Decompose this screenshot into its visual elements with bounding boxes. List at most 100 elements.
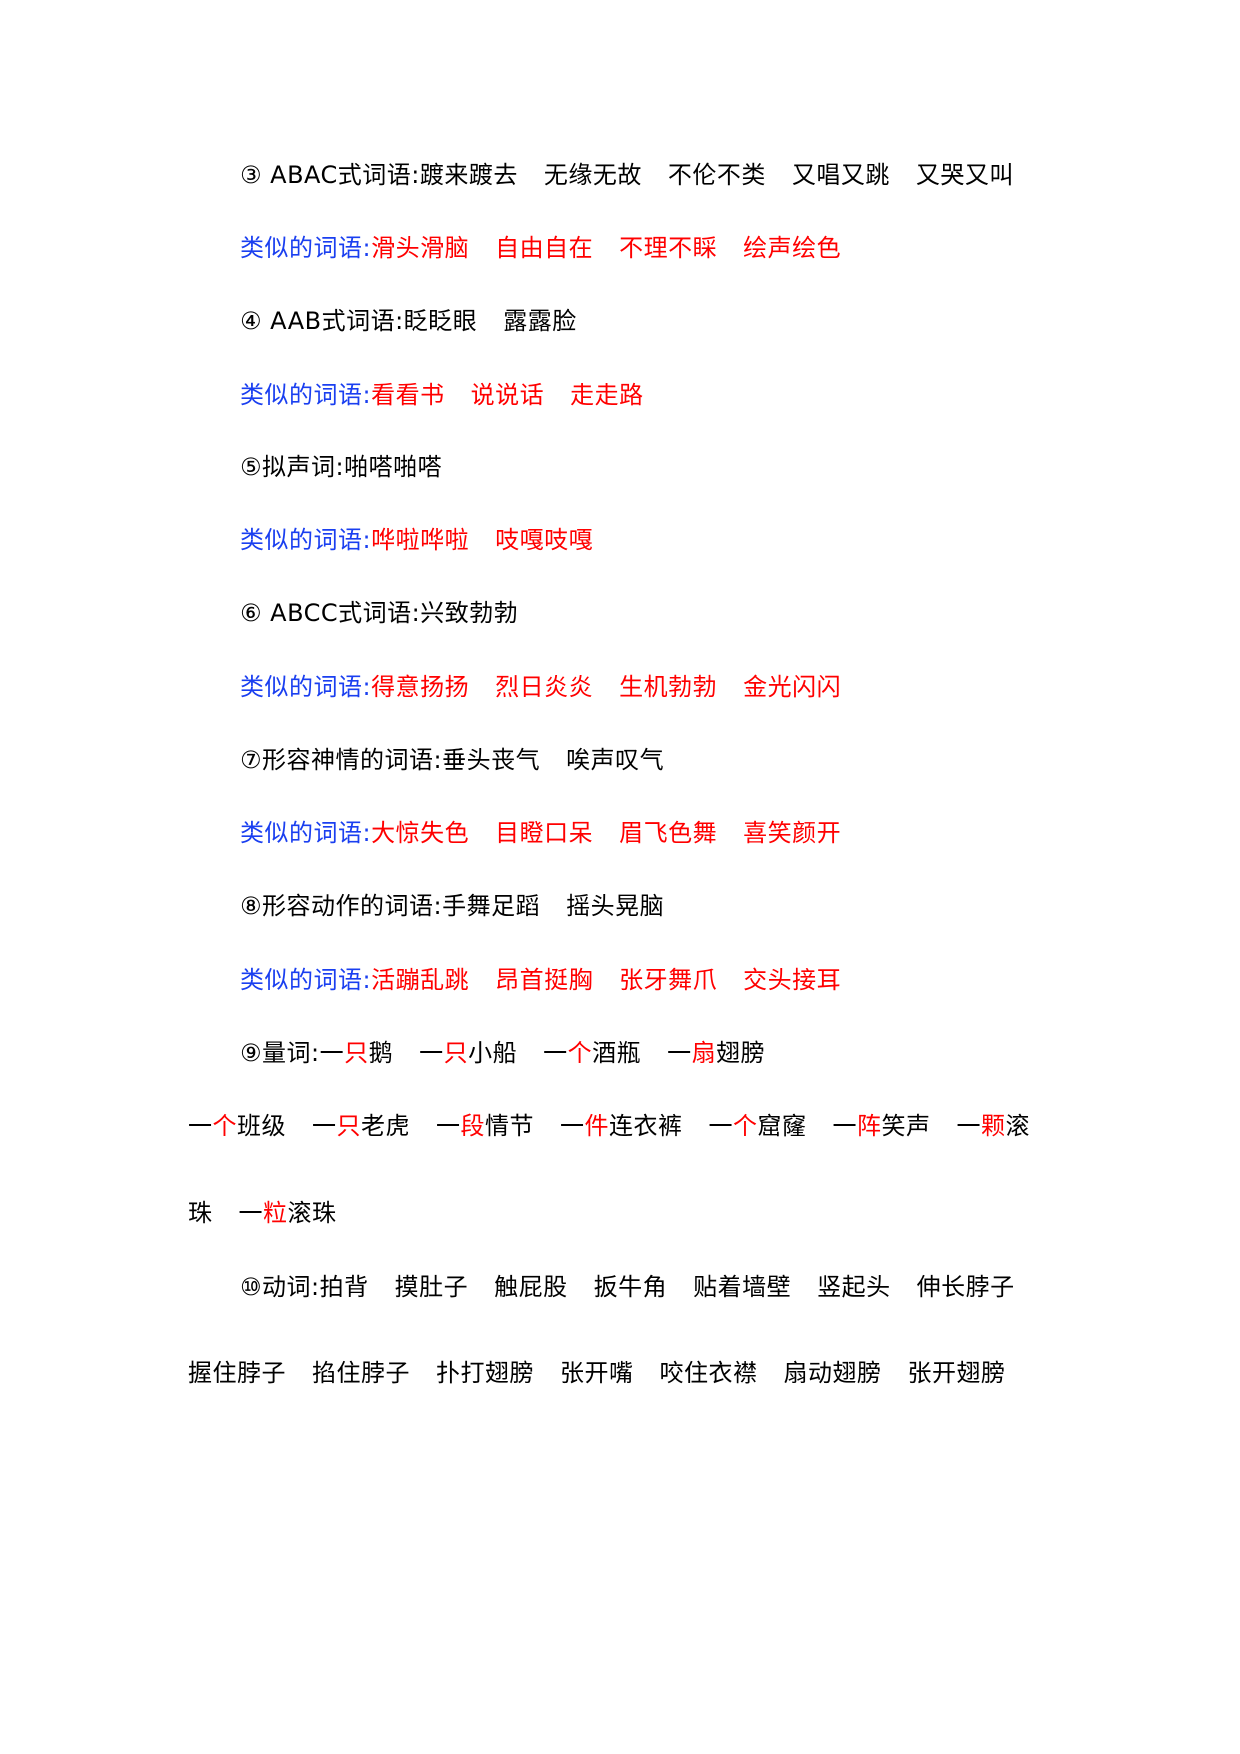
noun: 滚珠 — [287, 1199, 337, 1227]
section-abac-similar: 类似的词语:滑头滑脑自由自在不理不睬绘声绘色 — [240, 233, 841, 263]
noun: 连衣裤 — [609, 1112, 683, 1140]
section-onomatopoeia-heading: ⑤拟声词:啪嗒啪嗒 — [240, 452, 442, 482]
similar-word: 绘声绘色 — [743, 234, 842, 262]
section-heading: ⑦形容神情的词语: — [240, 746, 443, 774]
similar-word: 金光闪闪 — [743, 673, 842, 701]
word: 竖起头 — [817, 1273, 891, 1301]
section-expression-similar: 类似的词语:大惊失色目瞪口呆眉飞色舞喜笑颜开 — [240, 818, 841, 848]
numeral: 一 — [956, 1112, 981, 1140]
section-heading: ③ ABAC式词语: — [240, 161, 420, 189]
similar-label: 类似的词语: — [240, 234, 372, 262]
similar-word: 交头接耳 — [743, 966, 842, 994]
similar-word: 走走路 — [570, 381, 644, 409]
word: 啪嗒啪嗒 — [344, 453, 443, 481]
numeral: 一 — [436, 1112, 461, 1140]
similar-label: 类似的词语: — [240, 819, 372, 847]
similar-label: 类似的词语: — [240, 381, 372, 409]
similar-word: 自由自在 — [495, 234, 594, 262]
noun: 酒瓶 — [592, 1039, 642, 1067]
similar-word: 生机勃勃 — [619, 673, 718, 701]
noun: 滚 — [1005, 1112, 1030, 1140]
measure-word: 只 — [443, 1039, 469, 1067]
numeral: 一 — [560, 1112, 585, 1140]
similar-word: 喜笑颜开 — [743, 819, 842, 847]
section-heading: ⑥ ABCC式词语: — [240, 599, 421, 627]
word: 又唱又跳 — [791, 161, 890, 189]
measure-word: 颗 — [981, 1112, 1006, 1140]
word: 贴着墙壁 — [693, 1273, 792, 1301]
word: 拍背 — [319, 1273, 369, 1301]
word: 兴致勃勃 — [420, 599, 519, 627]
numeral: 一 — [312, 1112, 337, 1140]
measure-word: 件 — [584, 1112, 609, 1140]
similar-word: 张牙舞爪 — [619, 966, 718, 994]
word: 扇动翅膀 — [783, 1359, 882, 1387]
noun: 笑声 — [881, 1112, 931, 1140]
noun: 小船 — [468, 1039, 518, 1067]
measure-word: 段 — [460, 1112, 485, 1140]
section-heading: ⑩动词: — [240, 1273, 320, 1301]
measure-word: 个 — [733, 1112, 758, 1140]
similar-word: 大惊失色 — [371, 819, 470, 847]
section-onomatopoeia-similar: 类似的词语:哗啦哗啦吱嘎吱嘎 — [240, 525, 593, 555]
similar-word: 得意扬扬 — [371, 673, 470, 701]
similar-label: 类似的词语: — [240, 526, 372, 554]
section-verbs-line1: ⑩动词:拍背摸肚子触屁股扳牛角贴着墙壁竖起头伸长脖子 — [240, 1272, 1015, 1302]
word: 摸肚子 — [394, 1273, 469, 1301]
section-heading: ⑤拟声词: — [240, 453, 345, 481]
word: 唉声叹气 — [566, 746, 665, 774]
similar-word: 看看书 — [371, 381, 445, 409]
word: 扑打翅膀 — [436, 1359, 534, 1387]
section-aab-heading: ④ AAB式词语:眨眨眼露露脸 — [240, 306, 577, 336]
similar-word: 昂首挺胸 — [495, 966, 594, 994]
word: 触屁股 — [494, 1273, 568, 1301]
measure-word: 个 — [567, 1039, 593, 1067]
section-verbs-line2: 握住脖子掐住脖子扑打翅膀张开嘴咬住衣襟扇动翅膀张开翅膀 — [188, 1358, 1006, 1388]
numeral: 一 — [832, 1112, 857, 1140]
noun: 翅膀 — [716, 1039, 766, 1067]
word: 张开嘴 — [560, 1359, 634, 1387]
similar-word: 哗啦哗啦 — [371, 526, 470, 554]
noun: 老虎 — [361, 1112, 410, 1140]
similar-word: 滑头滑脑 — [371, 234, 470, 262]
noun: 情节 — [485, 1112, 534, 1140]
section-measure-words-line1: ⑨量词:一只鹅一只小船一个酒瓶一扇翅膀 — [240, 1038, 765, 1068]
numeral: 一 — [419, 1039, 444, 1067]
section-measure-words-line2: 一个班级一只老虎一段情节一件连衣裤一个窟窿一阵笑声一颗滚 — [188, 1111, 1030, 1141]
section-abcc-heading: ⑥ ABCC式词语:兴致勃勃 — [240, 598, 518, 628]
similar-word: 烈日炎炎 — [495, 673, 594, 701]
numeral: 一 — [543, 1039, 568, 1067]
section-expression-heading: ⑦形容神情的词语:垂头丧气唉声叹气 — [240, 745, 664, 775]
word: 握住脖子 — [188, 1359, 286, 1387]
section-aab-similar: 类似的词语:看看书说说话走走路 — [240, 380, 644, 410]
measure-word: 扇 — [691, 1039, 717, 1067]
section-abac-heading: ③ ABAC式词语:踱来踱去无缘无故不伦不类又唱又跳又哭又叫 — [240, 160, 1014, 190]
section-heading: ⑨量词: — [240, 1039, 320, 1067]
measure-word: 只 — [336, 1112, 361, 1140]
numeral: 一 — [319, 1039, 345, 1067]
measure-word: 个 — [212, 1112, 237, 1140]
noun: 窟窿 — [757, 1112, 807, 1140]
similar-word: 活蹦乱跳 — [371, 966, 470, 994]
numeral: 一 — [238, 1199, 263, 1227]
measure-word: 阵 — [857, 1112, 882, 1140]
word: 伸长脖子 — [916, 1273, 1015, 1301]
word: 踱来踱去 — [419, 161, 518, 189]
noun: 班级 — [237, 1112, 286, 1140]
numeral: 一 — [708, 1112, 733, 1140]
word: 垂头丧气 — [442, 746, 541, 774]
word: 张开翅膀 — [907, 1359, 1006, 1387]
similar-word: 目瞪口呆 — [495, 819, 594, 847]
section-abcc-similar: 类似的词语:得意扬扬烈日炎炎生机勃勃金光闪闪 — [240, 672, 841, 702]
similar-word: 不理不睬 — [619, 234, 718, 262]
numeral: 一 — [667, 1039, 692, 1067]
numeral: 一 — [188, 1112, 213, 1140]
section-measure-words-line3: 珠一粒滚珠 — [188, 1198, 337, 1228]
word: 又哭又叫 — [915, 161, 1014, 189]
word: 扳牛角 — [593, 1273, 668, 1301]
section-action-heading: ⑧形容动作的词语:手舞足蹈摇头晃脑 — [240, 891, 664, 921]
similar-label: 类似的词语: — [240, 673, 372, 701]
section-heading: ④ AAB式词语: — [240, 307, 404, 335]
noun: 鹅 — [368, 1039, 394, 1067]
word: 不伦不类 — [667, 161, 766, 189]
